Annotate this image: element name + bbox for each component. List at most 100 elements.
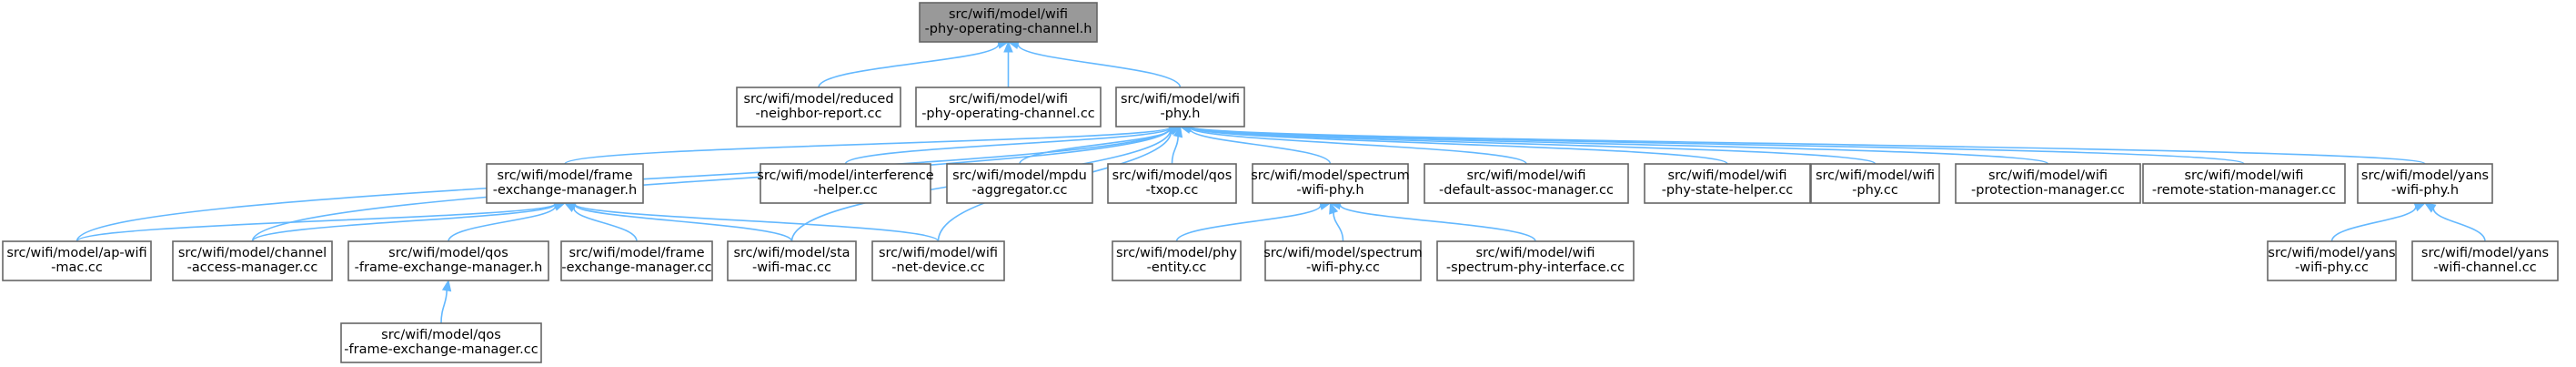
node-netdev[interactable]: src/wifi/model/wifi-net-device.cc [871, 240, 1005, 281]
node-label-line: -protection-manager.cc [1971, 183, 2125, 198]
node-label-line: src/wifi/model/ap-wifi [6, 246, 146, 260]
node-label-line: src/wifi/model/phy [1116, 246, 1237, 260]
edge-phyh-to-protection [1179, 122, 2049, 165]
node-phycc[interactable]: src/wifi/model/wifi-phy.cc [1810, 163, 1940, 204]
node-phyh[interactable]: src/wifi/model/wifi-phy.h [1115, 87, 1245, 127]
node-box [2267, 240, 2397, 281]
node-yansh[interactable]: src/wifi/model/yans-wifi-phy.h [2357, 163, 2493, 204]
node-defassoc[interactable]: src/wifi/model/wifi-default-assoc-manage… [1424, 163, 1629, 204]
node-box [1424, 163, 1629, 204]
node-box [172, 240, 333, 281]
edge-root-to-reduced [818, 39, 1010, 88]
node-yanschan[interactable]: src/wifi/model/yans-wifi-channel.cc [2411, 240, 2559, 281]
node-label-line: -entity.cc [1147, 260, 1207, 275]
node-label-line: src/wifi/model/wifi [1816, 168, 1935, 183]
node-box [727, 240, 857, 281]
node-label-line: -phy.cc [1852, 183, 1898, 198]
node-label-line: src/wifi/model/reduced [743, 92, 893, 107]
node-label-line: -txop.cc [1146, 183, 1199, 198]
edge-phyh-to-yansh [1179, 122, 2426, 165]
node-box [915, 87, 1102, 127]
node-label-line: -access-manager.cc [187, 260, 318, 275]
node-label-line: -phy-operating-channel.h [925, 22, 1092, 36]
node-label-line: -aggregator.cc [972, 183, 1068, 198]
node-box [1810, 163, 1940, 204]
node-label-line: src/wifi/model/wifi [949, 7, 1068, 22]
node-specif[interactable]: src/wifi/model/wifi-spectrum-phy-interfa… [1436, 240, 1635, 281]
edge-spech-to-phyentity [1175, 200, 1332, 242]
node-qosfemh[interactable]: src/wifi/model/qos-frame-exchange-manage… [347, 240, 549, 281]
node-remote[interactable]: src/wifi/model/wifi-remote-station-manag… [2142, 163, 2346, 204]
node-spech[interactable]: src/wifi/model/spectrum-wifi-phy.h [1251, 163, 1410, 204]
node-label-line: src/wifi/model/qos [388, 246, 508, 260]
node-qosfemcc[interactable]: src/wifi/model/qos-frame-exchange-manage… [340, 322, 542, 363]
node-label-line: src/wifi/model/interference [757, 168, 934, 183]
node-label-line: -phy-operating-channel.cc [921, 107, 1095, 121]
node-interf[interactable]: src/wifi/model/interference-helper.cc [757, 163, 934, 204]
node-label-line: -mac.cc [51, 260, 103, 275]
edge-yansh-to-yansphycc [2330, 202, 2427, 242]
edge-spech-to-specif [1329, 199, 1536, 242]
node-specphycc[interactable]: src/wifi/model/spectrum-wifi-phy.cc [1263, 240, 1423, 281]
edge-phyh-to-femh [564, 122, 1182, 165]
node-reduced[interactable]: src/wifi/model/reduced-neighbor-report.c… [736, 87, 901, 127]
node-label-line: -wifi-phy.h [2391, 183, 2459, 198]
node-label-line: src/wifi/model/spectrum [1251, 168, 1410, 183]
node-label-line: -wifi-channel.cc [2433, 260, 2536, 275]
node-box [736, 87, 901, 127]
edge-phyh-to-defassoc [1179, 123, 1527, 165]
node-box [760, 163, 931, 204]
node-box [1115, 87, 1245, 127]
node-label-line: src/wifi/model/qos [1112, 168, 1233, 183]
node-label-line: -spectrum-phy-interface.cc [1446, 260, 1625, 275]
node-femcc[interactable]: src/wifi/model/frame-exchange-manager.cc [560, 240, 713, 281]
edge-spech-to-specphycc [1329, 201, 1344, 242]
node-femh[interactable]: src/wifi/model/frame-exchange-manager.h [486, 163, 644, 204]
node-label-line: -wifi-mac.cc [752, 260, 831, 275]
node-label-line: src/wifi/model/channel [178, 246, 327, 260]
node-label-line: src/wifi/model/frame [569, 246, 705, 260]
node-box [1644, 163, 1811, 204]
node-stamac[interactable]: src/wifi/model/sta-wifi-mac.cc [727, 240, 857, 281]
node-label-line: src/wifi/model/wifi [1466, 168, 1585, 183]
node-box [919, 2, 1098, 43]
node-phyentity[interactable]: src/wifi/model/phy-entity.cc [1112, 240, 1242, 281]
node-label-line: -phy.h [1161, 107, 1201, 121]
node-label-line: -remote-station-manager.cc [2152, 183, 2336, 198]
edge-femh-to-apmac [75, 199, 567, 242]
node-label-line: src/wifi/model/wifi [1667, 168, 1786, 183]
node-label-line: -wifi-phy.h [1296, 183, 1363, 198]
node-label-line: -exchange-manager.cc [561, 260, 711, 275]
node-label-line: src/wifi/model/spectrum [1263, 246, 1423, 260]
node-box [1252, 163, 1409, 204]
node-apmac[interactable]: src/wifi/model/ap-wifi-mac.cc [2, 240, 152, 281]
node-yansphycc[interactable]: src/wifi/model/yans-wifi-phy.cc [2267, 240, 2397, 281]
node-box [1112, 240, 1242, 281]
node-layer: src/wifi/model/wifi-phy-operating-channe… [2, 2, 2559, 363]
node-label-line: -neighbor-report.cc [756, 107, 882, 121]
node-opchcc[interactable]: src/wifi/model/wifi-phy-operating-channe… [915, 87, 1102, 127]
node-label-line: -net-device.cc [891, 260, 984, 275]
node-label-line: -wifi-phy.cc [2295, 260, 2369, 275]
node-statehelper[interactable]: src/wifi/model/wifi-phy-state-helper.cc [1644, 163, 1811, 204]
node-label-line: -frame-exchange-manager.h [355, 260, 543, 275]
node-label-line: -frame-exchange-manager.cc [344, 342, 538, 357]
node-protection[interactable]: src/wifi/model/wifi-protection-manager.c… [1955, 163, 2141, 204]
node-mpdu[interactable]: src/wifi/model/mpdu-aggregator.cc [946, 163, 1093, 204]
node-channelacc[interactable]: src/wifi/model/channel-access-manager.cc [172, 240, 333, 281]
node-label-line: src/wifi/model/yans [2268, 246, 2395, 260]
node-box [2142, 163, 2346, 204]
node-box [340, 322, 542, 363]
node-label-line: src/wifi/model/wifi [2184, 168, 2303, 183]
node-box [871, 240, 1005, 281]
node-label-line: src/wifi/model/qos [381, 328, 501, 342]
node-box [946, 163, 1093, 204]
edge-femh-to-femcc [563, 202, 638, 242]
node-box [1436, 240, 1635, 281]
node-txop[interactable]: src/wifi/model/qos-txop.cc [1107, 163, 1237, 204]
node-box [2411, 240, 2559, 281]
node-label-line: -phy-state-helper.cc [1662, 183, 1794, 198]
edge-qosfemh-to-qosfemcc [440, 279, 452, 324]
node-label-line: src/wifi/model/wifi [1988, 168, 2108, 183]
